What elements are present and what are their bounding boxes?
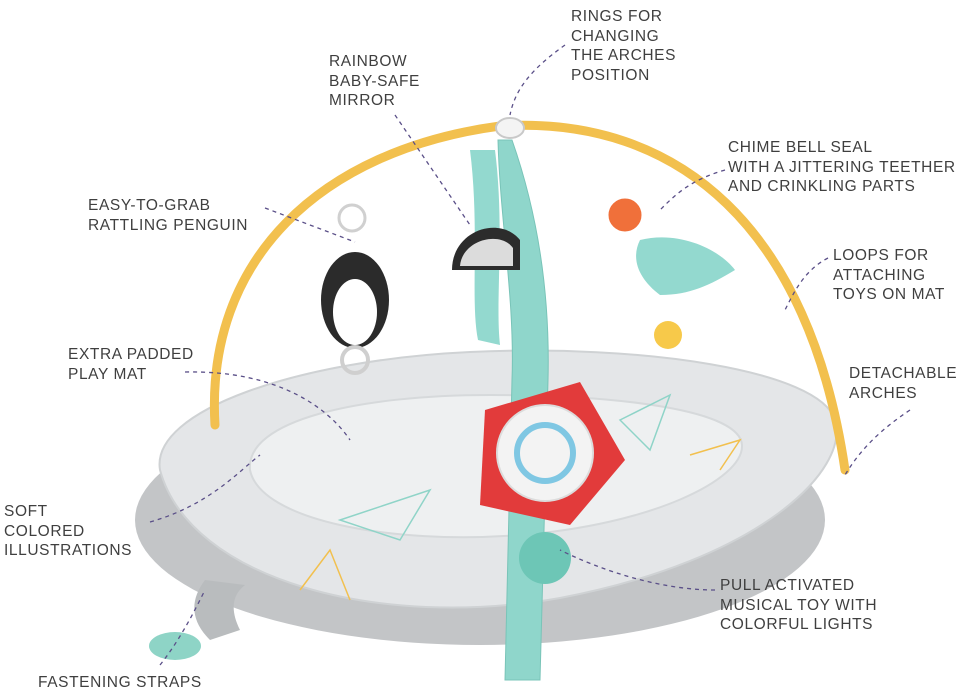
seal-toy	[636, 237, 735, 295]
leader-penguin	[264, 207, 356, 243]
strap-teether	[149, 632, 201, 660]
mat-illustration-yellow2	[689, 438, 742, 471]
label-musical: PULL ACTIVATED MUSICAL TOY WITH COLORFUL…	[720, 577, 878, 633]
leader-chime	[659, 169, 726, 211]
label-illustrations: SOFT COLORED ILLUSTRATIONS	[4, 503, 133, 559]
mat-illustration-triangle2	[618, 393, 672, 452]
label-rings: RINGS FOR CHANGING THE ARCHES POSITION	[571, 8, 677, 84]
penguin-belly	[333, 279, 377, 345]
label-straps: FASTENING STRAPS	[38, 674, 202, 691]
seal-teether	[654, 321, 682, 349]
mat-illustration-yellow	[299, 548, 351, 601]
leader-rings	[509, 44, 566, 116]
leader-musical	[559, 549, 716, 591]
penguin-ring	[337, 203, 367, 233]
leader-mirror	[394, 114, 471, 226]
penguin-teether-ring	[340, 345, 370, 375]
label-padded: EXTRA PADDED PLAY MAT	[68, 346, 194, 383]
seal-orange-ball	[605, 195, 645, 235]
fastening-strap	[194, 580, 245, 640]
leader-lines	[149, 44, 911, 666]
mat-illustration-triangle	[337, 488, 432, 541]
mirror-surface	[460, 238, 513, 266]
label-penguin: EASY-TO-GRAB RATTLING PENGUIN	[88, 197, 249, 234]
leader-illustrations	[149, 454, 261, 523]
musical-toy-dial-ring	[514, 422, 576, 484]
label-loops: LOOPS FOR ATTACHING TOYS ON MAT	[833, 247, 945, 303]
leader-padded	[184, 371, 351, 441]
musical-toy-dial	[496, 404, 594, 502]
leader-straps	[159, 589, 206, 666]
leader-detachable	[844, 409, 911, 476]
label-chime: CHIME BELL SEAL WITH A JITTERING TEETHER…	[728, 139, 956, 195]
label-detachable: DETACHABLE ARCHES	[849, 365, 958, 402]
arch-ring	[495, 117, 525, 139]
pull-ring	[519, 532, 571, 584]
label-mirror: RAINBOW BABY-SAFE MIRROR	[329, 53, 420, 109]
leader-loops	[784, 257, 829, 311]
